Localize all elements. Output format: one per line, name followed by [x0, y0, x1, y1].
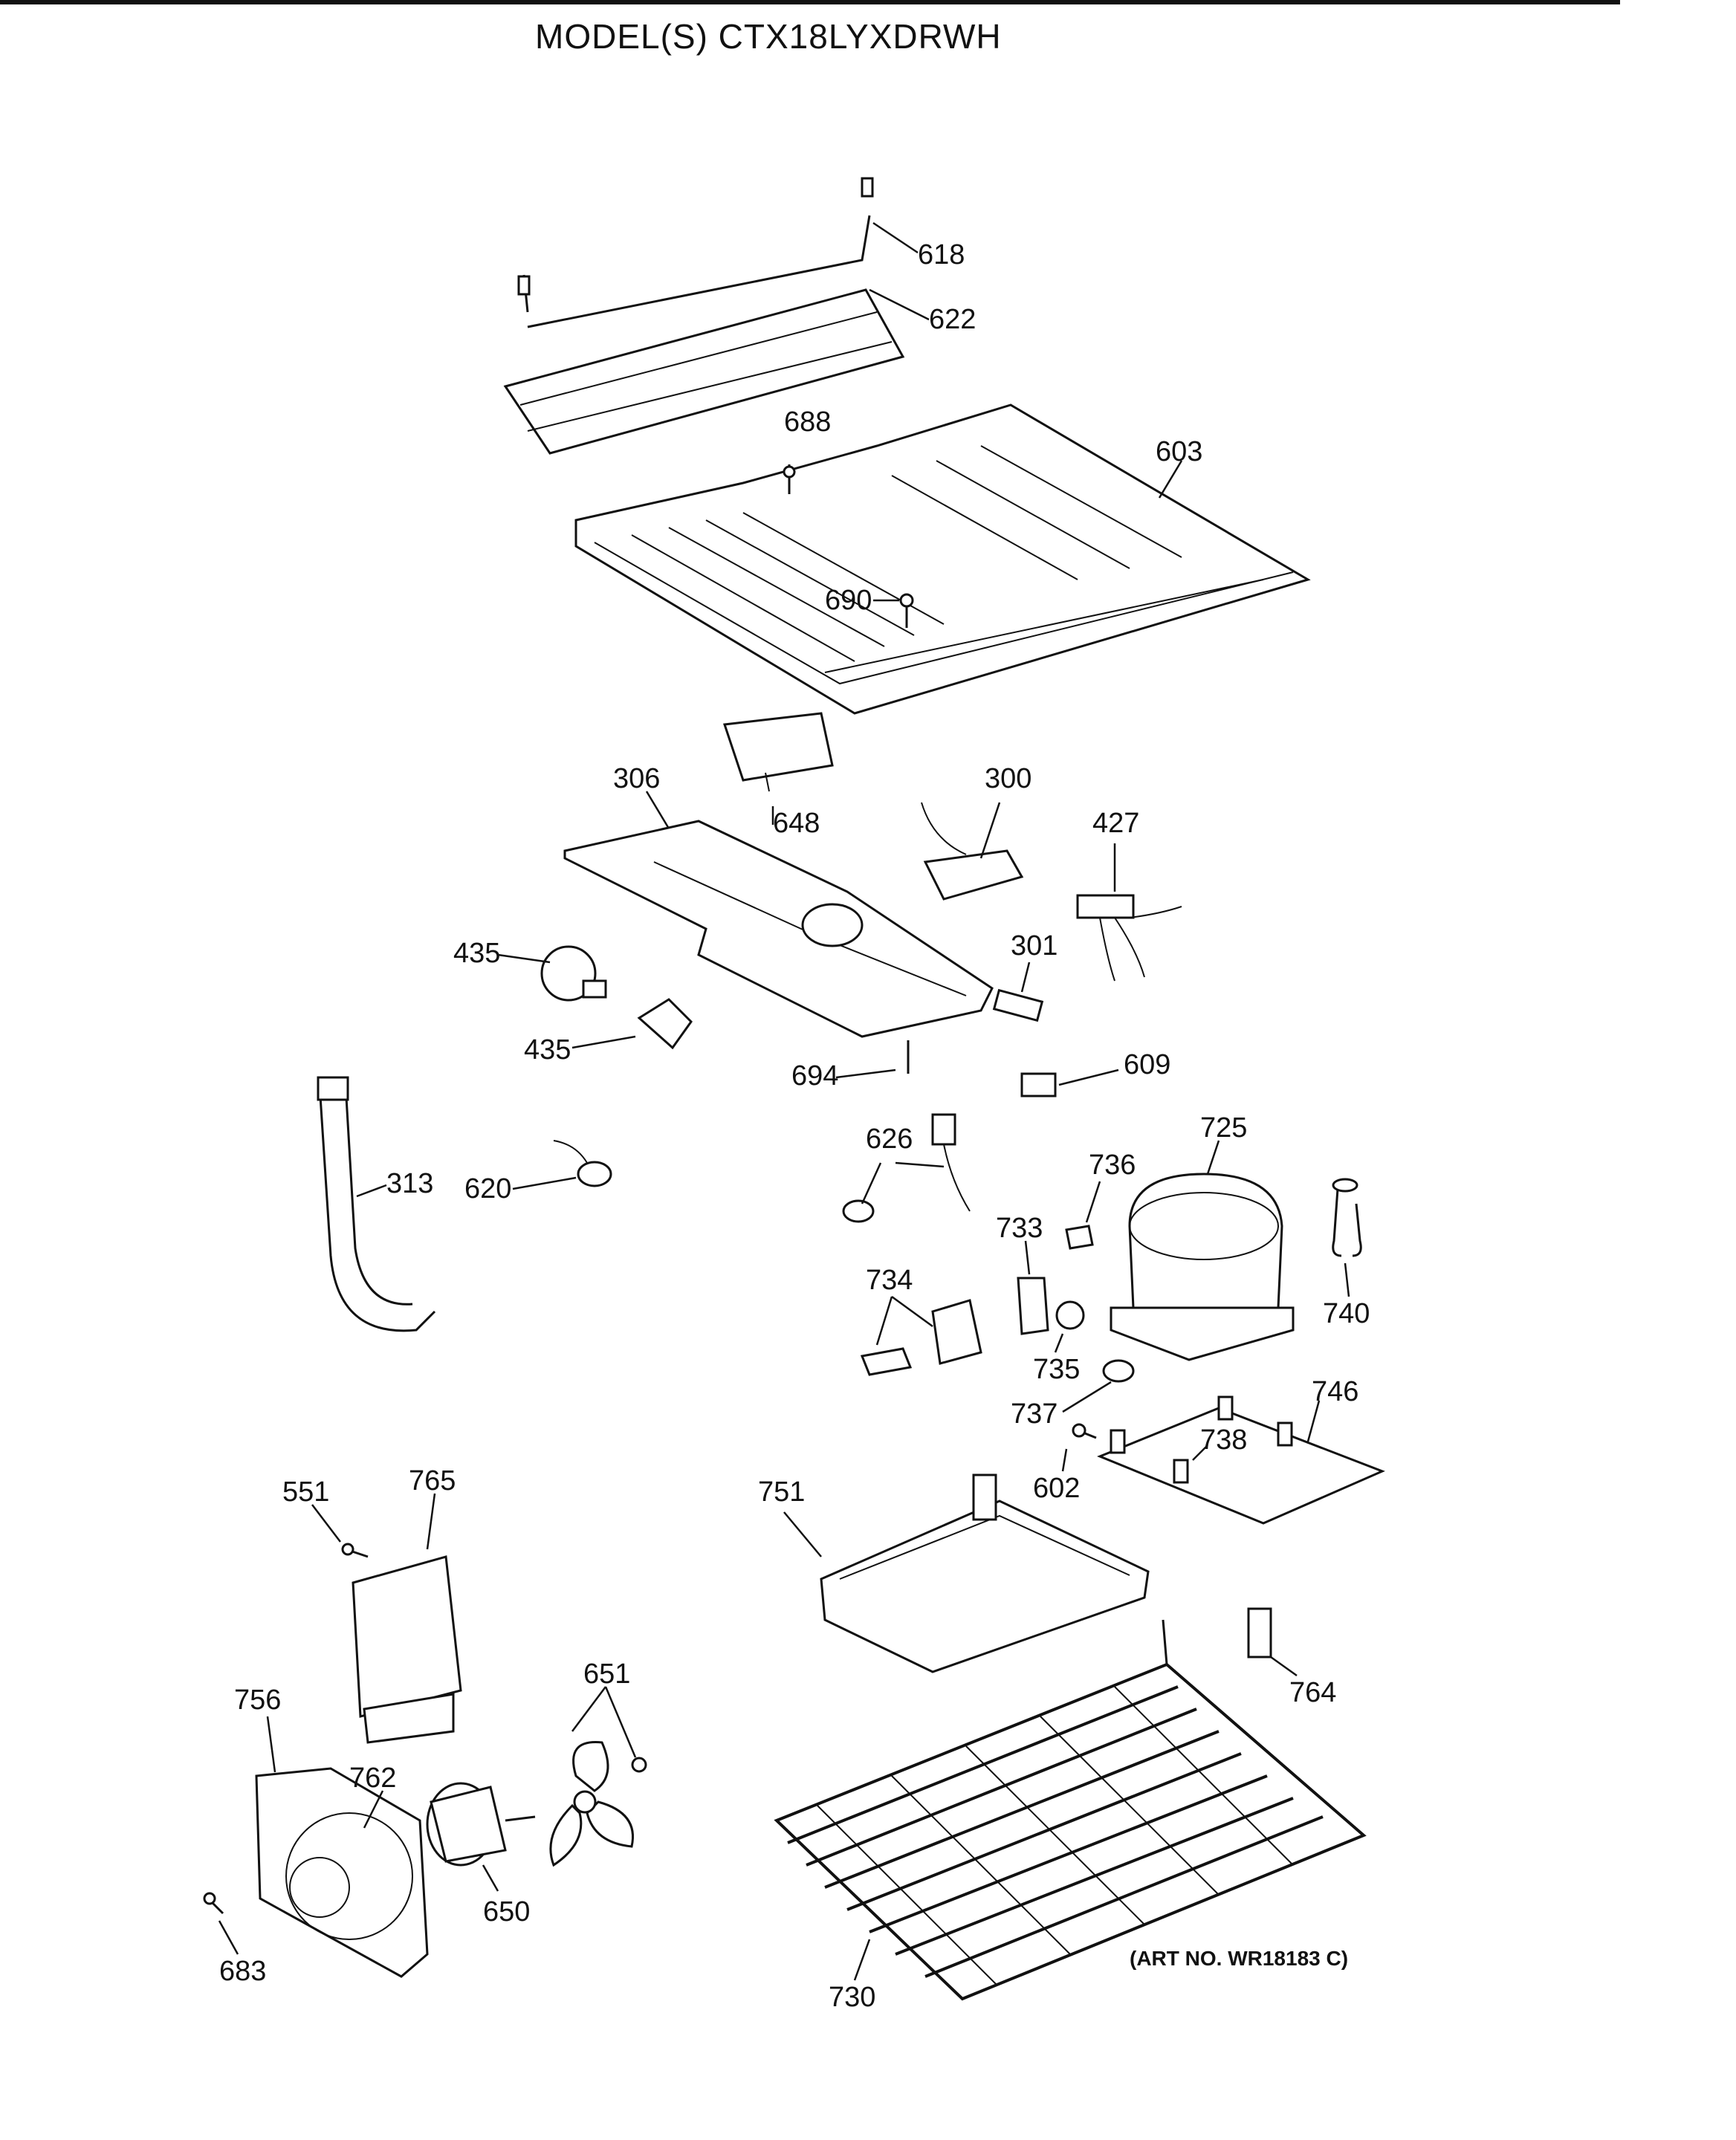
part-725-compressor — [1110, 1140, 1295, 1361]
part-427-harness — [1076, 843, 1182, 982]
label-313: 313 — [386, 1168, 433, 1199]
label-306: 306 — [613, 763, 660, 794]
part-762-bracket — [363, 1790, 384, 1829]
label-764: 764 — [1289, 1677, 1336, 1708]
top-rule — [0, 0, 1620, 4]
part-730-condenser — [774, 1619, 1367, 2001]
label-602: 602 — [1033, 1473, 1080, 1504]
part-690-screw — [873, 593, 914, 628]
part-300-thermostat — [921, 802, 1024, 901]
part-688-screw — [783, 464, 796, 494]
label-736: 736 — [1089, 1150, 1136, 1181]
part-435-light-bulb — [497, 945, 607, 1002]
part-756-fan-shroud — [255, 1716, 429, 1978]
part-306-control-housing — [563, 791, 994, 1038]
label-301: 301 — [1011, 930, 1058, 962]
part-751-drain-pan — [783, 1473, 1150, 1673]
label-435-bulb: 435 — [453, 938, 500, 969]
label-650: 650 — [483, 1896, 530, 1927]
part-651-fan-blade — [549, 1686, 647, 1867]
part-551-screw — [311, 1504, 369, 1558]
label-648: 648 — [773, 808, 820, 839]
model-title: MODEL(S) CTX18LYXDRWH — [535, 17, 1002, 56]
part-435-light-socket — [571, 998, 693, 1050]
part-733-relay — [1017, 1240, 1049, 1335]
label-737: 737 — [1011, 1398, 1058, 1430]
label-620: 620 — [464, 1173, 511, 1204]
label-435-socket: 435 — [524, 1034, 571, 1066]
label-734: 734 — [866, 1265, 913, 1296]
label-735: 735 — [1033, 1354, 1080, 1385]
label-730: 730 — [829, 1982, 875, 2013]
art-number: (ART NO. WR18183 C) — [1130, 1947, 1349, 1970]
label-756: 756 — [234, 1685, 281, 1716]
label-683: 683 — [219, 1956, 266, 1987]
part-764-clip — [1247, 1607, 1298, 1677]
label-603: 603 — [1156, 436, 1202, 467]
part-683-screw — [203, 1892, 239, 1955]
part-313-drain-hose — [317, 1076, 436, 1332]
label-690: 690 — [825, 585, 872, 616]
label-300: 300 — [985, 763, 1031, 794]
part-746-mounting-plate — [1097, 1395, 1385, 1525]
part-740-hook — [1332, 1178, 1362, 1297]
part-737-grommet — [1062, 1359, 1135, 1413]
label-733: 733 — [996, 1213, 1043, 1244]
label-688: 688 — [784, 406, 831, 438]
part-622-drain-trough — [503, 288, 930, 455]
label-765: 765 — [409, 1465, 456, 1497]
part-734-relay-cover — [860, 1295, 982, 1376]
label-746: 746 — [1312, 1376, 1358, 1407]
label-762: 762 — [349, 1763, 396, 1794]
part-765-baffle — [352, 1493, 462, 1744]
part-648-defrost-timer — [722, 712, 834, 825]
label-609: 609 — [1124, 1049, 1170, 1080]
part-603-freezer-floor — [574, 403, 1311, 715]
label-551: 551 — [282, 1476, 329, 1508]
part-694-screw — [835, 1040, 910, 1079]
part-301-switch — [992, 962, 1044, 1022]
label-738: 738 — [1200, 1424, 1247, 1456]
label-651: 651 — [583, 1658, 630, 1690]
part-609-plug — [1020, 1069, 1119, 1097]
part-738-grommet — [1192, 1444, 1208, 1461]
part-602-screw — [1061, 1423, 1097, 1472]
label-725: 725 — [1200, 1112, 1247, 1144]
label-622: 622 — [929, 304, 976, 335]
part-620-cap — [512, 1140, 612, 1190]
part-736-clip — [1065, 1181, 1101, 1250]
part-618-drain-tube — [517, 177, 919, 328]
part-735-overload — [1054, 1300, 1085, 1353]
label-427: 427 — [1092, 808, 1139, 839]
label-618: 618 — [918, 239, 965, 270]
part-626-cord-clip — [842, 1113, 971, 1223]
label-740: 740 — [1323, 1298, 1370, 1329]
label-694: 694 — [791, 1060, 838, 1092]
label-626: 626 — [866, 1124, 913, 1155]
label-751: 751 — [758, 1476, 805, 1508]
part-650-fan-motor — [426, 1782, 536, 1892]
